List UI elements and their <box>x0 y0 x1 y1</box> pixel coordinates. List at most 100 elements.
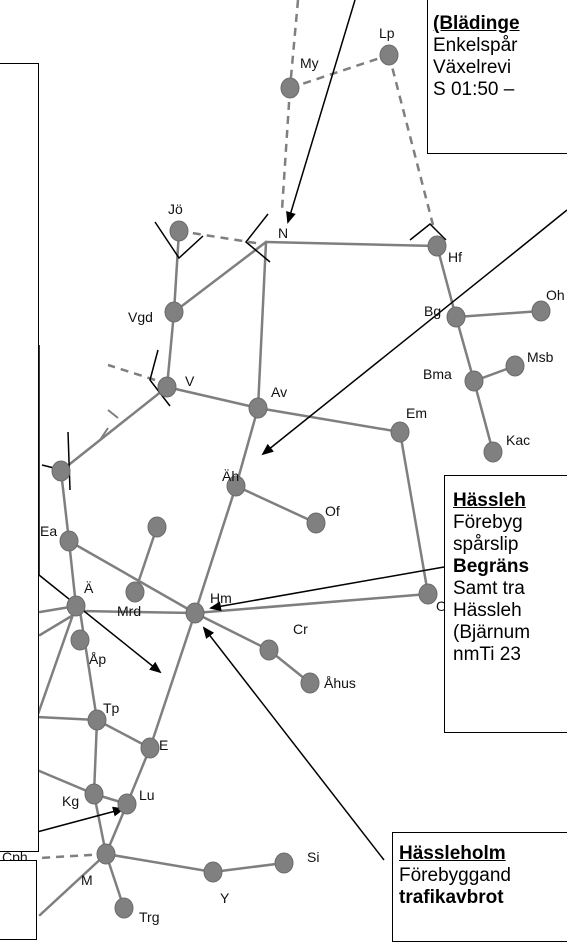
track-n-vgd <box>172 240 268 314</box>
node-e <box>140 737 160 759</box>
callout-line: Samt tra <box>453 578 525 599</box>
track-v-av <box>165 385 260 410</box>
track-ea-ea <box>59 469 71 543</box>
station-nodes <box>51 44 551 919</box>
callout-line: Enkelspår <box>433 35 518 56</box>
label-n: N <box>278 225 288 241</box>
mark-ea <box>67 431 71 491</box>
node-oh <box>531 300 551 322</box>
arrow-to-hm-mid <box>209 566 445 612</box>
track-m-left <box>38 852 108 917</box>
node-of <box>306 512 326 534</box>
callout-box-left <box>0 63 39 852</box>
node-mrd <box>125 581 145 603</box>
callout-line: nmTi 23 <box>453 644 521 665</box>
node-bma <box>464 370 484 392</box>
track-vgd-v <box>165 310 176 389</box>
track-ea-hm <box>67 539 197 615</box>
callout-box-hassleholm: Hässleh Förebyg spårslip Begräns Samt tr… <box>444 475 567 733</box>
dashed-m-cph <box>39 852 107 860</box>
label-tp: Tp <box>103 700 120 716</box>
label-m: M <box>81 872 93 888</box>
callout-title: (Blädinge <box>433 13 520 34</box>
track-left-kg <box>35 768 96 796</box>
node-mrd-spur <box>147 516 167 538</box>
track-ah-hm <box>193 484 238 615</box>
dashed-jo-n <box>178 229 263 246</box>
label-y: Y <box>220 890 230 906</box>
node-ah <box>226 475 246 497</box>
track-ea-a <box>67 539 78 608</box>
node-trg <box>114 897 134 919</box>
node-vgd <box>164 301 184 323</box>
node-lu <box>117 793 137 815</box>
dashed-lp-hf <box>387 54 435 226</box>
node-ap <box>70 629 90 651</box>
label-si: Si <box>307 849 319 865</box>
label-of: Of <box>325 503 340 519</box>
mark-n-left <box>244 213 271 263</box>
callout-line: Förebyggand <box>399 865 511 886</box>
label-trg: Trg <box>139 909 159 925</box>
node-v <box>157 376 177 398</box>
label-jo: Jö <box>168 201 183 217</box>
label-lp: Lp <box>379 25 395 41</box>
mark-v <box>149 349 171 407</box>
track-a-hm <box>78 609 197 615</box>
label-mrd: Mrd <box>117 603 141 619</box>
dashed-my-lp <box>289 53 390 90</box>
label-ahus: Åhus <box>324 675 356 691</box>
label-a: Ä <box>84 580 94 596</box>
callout-box-bottom-left <box>0 860 37 940</box>
node-em <box>390 421 410 443</box>
callout-box-bladinge: (Blädinge Enkelspår Växelrevi S 01:50 – <box>427 0 567 154</box>
node-si <box>274 852 294 874</box>
label-ea: Ea <box>40 523 57 539</box>
label-msb: Msb <box>527 349 554 365</box>
arrow-to-hm-bottom <box>202 626 385 861</box>
label-ah: Äh <box>222 468 239 484</box>
node-ea-top <box>51 460 71 482</box>
node-kac <box>483 441 503 463</box>
track-jo-vgd <box>172 229 181 314</box>
label-ap: Åp <box>89 651 106 667</box>
label-my: My <box>300 55 319 71</box>
node-hm <box>185 602 205 624</box>
arrow-to-e <box>38 574 162 674</box>
track-bg-oh <box>454 309 543 319</box>
node-ahus <box>300 672 320 694</box>
node-my <box>280 77 300 99</box>
track-em-o <box>398 430 430 596</box>
node-m <box>96 843 116 865</box>
callout-line: spårslip <box>453 534 519 555</box>
track-hm-e <box>148 611 197 750</box>
mark-v-tick1 <box>107 409 119 419</box>
track-ap-kg-left <box>35 604 78 719</box>
callout-arrows <box>36 0 567 861</box>
label-v: V <box>185 373 195 389</box>
mark-hf <box>409 222 447 241</box>
track-n-av <box>256 240 268 410</box>
label-em: Em <box>406 405 427 421</box>
track-av-em <box>256 406 402 434</box>
track-hm-o <box>193 592 430 615</box>
node-lp <box>379 44 399 66</box>
track-left-tp <box>35 715 99 722</box>
node-av <box>248 397 268 419</box>
label-oh: Oh <box>546 287 565 303</box>
boundary-marks <box>41 213 447 491</box>
arrow-to-lu <box>36 806 125 833</box>
node-tp <box>87 709 107 731</box>
node-cr <box>259 639 279 661</box>
callout-line: Hässleh <box>453 600 522 621</box>
node-kg <box>84 783 104 805</box>
track-v-ea <box>59 385 169 473</box>
track-y-si <box>211 861 286 874</box>
label-cr: Cr <box>293 621 308 637</box>
dashed-v-west <box>107 363 156 382</box>
node-msb <box>505 355 525 377</box>
label-bma: Bma <box>423 366 452 382</box>
node-jo <box>169 220 189 242</box>
label-e: E <box>159 737 168 753</box>
